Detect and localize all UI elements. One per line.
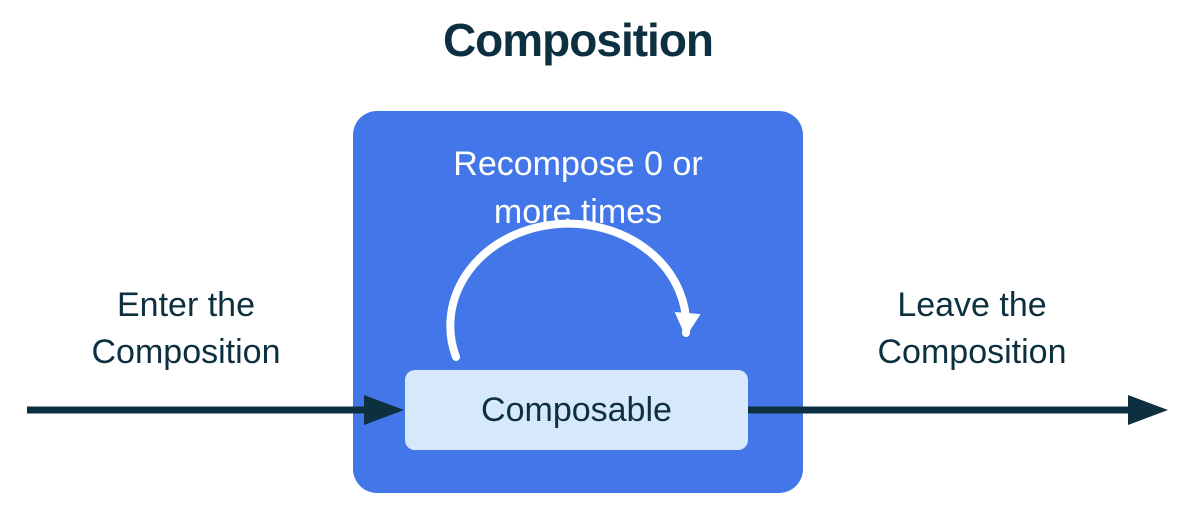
enter-arrow bbox=[27, 395, 404, 425]
composable-box: Composable bbox=[405, 370, 748, 450]
diagram-title: Composition bbox=[442, 14, 714, 66]
leave-arrow bbox=[748, 395, 1168, 425]
leave-label: Leave the Composition bbox=[877, 286, 1067, 371]
recompose-label: Recompose 0 or more times bbox=[453, 145, 703, 231]
composable-label: Composable bbox=[481, 390, 672, 429]
enter-label: Enter the Composition bbox=[91, 286, 281, 371]
